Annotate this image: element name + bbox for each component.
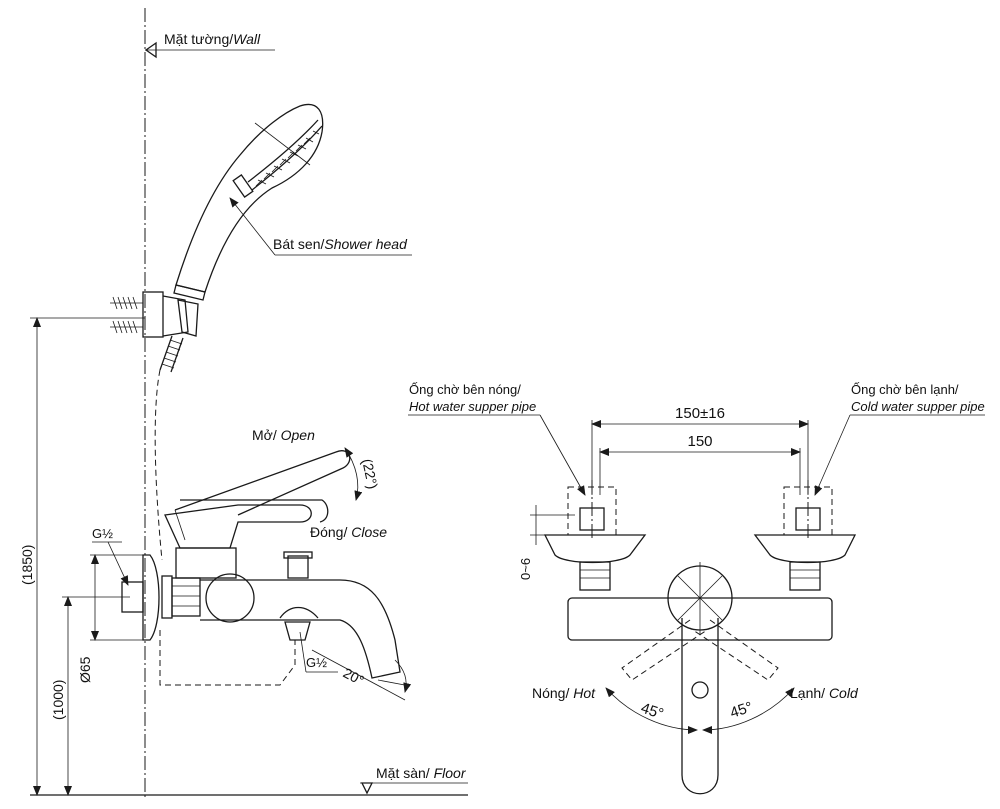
front-view [408,414,985,795]
angle-20-arc [394,659,412,693]
hot-label: Nóng/ Hot [532,685,596,701]
floor-label: Mặt sàn/ Floor [376,765,467,781]
g-bottom-label: G½ [306,655,327,670]
angle-22-label: (22°) [359,457,381,490]
g-top-leader-2 [107,541,129,586]
cold-label: Lạnh/ Cold [790,685,859,701]
dim-150-16-label: 150±16 [675,405,725,422]
wall-arrow-icon [144,41,157,59]
cold-pipe-label-vi: Ống chờ bên lạnh/ [851,382,959,397]
hot-angle-arc [605,687,698,734]
angle-45-left-label: 45° [639,700,666,723]
close-label: Đóng/ Close [310,524,387,540]
shower-head-leader [229,197,276,256]
dim-65-label: Ø65 [77,656,93,683]
shower-nozzles [255,130,320,187]
front-lever [681,618,719,795]
cold-pipe-label-en: Cold water supper pipe [851,399,985,414]
angle-45-right-label: 45° [728,699,755,722]
shower-hose [154,335,296,686]
side-view [30,8,468,800]
cold-escutcheon [753,534,857,564]
floor-marker-icon [360,782,374,795]
shower-head-label: Bát sen/Shower head [273,236,408,252]
lever [164,447,363,549]
open-label: Mở/ Open [252,427,315,443]
angle-22-arc [344,447,363,501]
shower-head [173,103,412,337]
cold-angle-arc [702,687,795,734]
dim-1000-label: (1000) [50,680,66,720]
spout-line-2 [377,679,411,687]
hot-pipe-label-en: Hot water supper pipe [409,399,536,414]
wall-label: Mặt tường/Wall [164,31,261,47]
dim-150-label: 150 [687,433,712,450]
spout-line-1 [311,649,406,701]
angle-20-label: 20° [341,665,367,689]
dim-0-6-label: 0~6 [518,558,533,580]
hot-pipe-label-vi: Ống chờ bên nóng/ [409,382,521,397]
hot-escutcheon [543,534,647,564]
shower-holder [110,291,189,338]
faucet-body [121,547,401,679]
dim-1850-label: (1850) [19,545,35,585]
g-top-label: G½ [92,526,113,541]
g-bottom-leader [299,631,307,673]
